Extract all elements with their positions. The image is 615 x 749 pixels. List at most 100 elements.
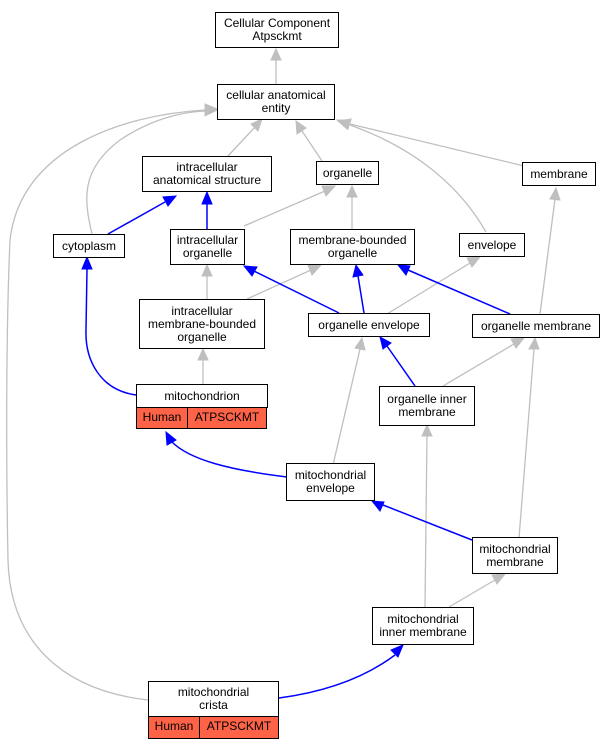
annotation-gene[interactable]: ATPSCKMT — [199, 716, 279, 739]
node-label-line-1: mitochondrial — [479, 541, 551, 556]
node-label-line-1: mitochondrial — [177, 685, 250, 699]
node-label-line-2: organelle — [182, 246, 233, 260]
arrowhead — [510, 337, 526, 349]
edge-oim-to-om — [442, 343, 515, 387]
node-mitochondrial-membrane[interactable]: mitochondrial membrane — [472, 537, 558, 574]
annotation-row-crista: Human ATPSCKMT — [148, 716, 279, 739]
node-label-line-1: cytoplasm — [61, 238, 117, 253]
node-intracellular-membrane-bounded-organelle[interactable]: intracellular membrane-bounded organelle — [139, 299, 265, 349]
node-label-line-2: entity — [261, 101, 291, 115]
node-cellular-anatomical-entity[interactable]: cellular anatomical entity — [217, 84, 335, 120]
node-label-line-1: organelle membrane — [480, 318, 592, 333]
arrowhead — [354, 336, 366, 351]
node-label-line-2: membrane-bounded — [147, 316, 257, 331]
arrowhead — [201, 190, 213, 205]
node-label-line-2: membrane — [398, 405, 456, 419]
arrowhead — [81, 255, 93, 270]
arrowhead — [346, 184, 358, 198]
arrowhead — [335, 119, 352, 130]
node-label-line-1: intracellular — [176, 233, 239, 247]
arrowhead — [491, 573, 507, 585]
arrowhead — [197, 347, 209, 361]
edge-crista-to-mim — [278, 654, 396, 699]
edge-ias-to-cae — [227, 126, 256, 157]
node-label-line-2: anatomical structure — [152, 173, 262, 187]
edge-oe-to-io — [253, 270, 340, 314]
edge-organelle-to-cae — [301, 130, 323, 162]
node-label-line-1: envelope — [467, 237, 517, 252]
edge-membrane-to-cae — [349, 123, 525, 167]
annotation-species[interactable]: Human — [148, 716, 200, 739]
node-mitochondrial-crista[interactable]: mitochondrial crista — [148, 681, 279, 717]
node-label-line-2: envelope — [306, 481, 355, 495]
node-label-line-2: membrane — [486, 554, 544, 569]
arrowhead — [379, 336, 392, 350]
node-organelle-inner-membrane[interactable]: organelle inner membrane — [379, 386, 475, 426]
arrowhead — [396, 264, 411, 276]
edge-mim-to-mmem — [448, 579, 496, 608]
edge-envelope-to-cae — [349, 124, 487, 233]
arrowhead — [204, 103, 219, 116]
edge-cytoplasm-to-cae — [86, 110, 206, 235]
node-label-line-1: membrane-bounded — [298, 233, 407, 247]
arrowhead — [421, 423, 433, 437]
node-intracellular-anatomical-structure[interactable]: intracellular anatomical structure — [142, 156, 272, 192]
node-organelle[interactable]: organelle — [316, 161, 379, 185]
node-cytoplasm[interactable]: cytoplasm — [53, 234, 125, 258]
node-label-line-1: organelle envelope — [318, 317, 420, 332]
arrowhead — [165, 430, 177, 446]
arrowhead — [270, 47, 282, 61]
node-label-line-2: organelle — [327, 246, 378, 260]
edge-io-to-organelle — [243, 190, 326, 227]
node-label-line-1: mitochondrial — [294, 468, 367, 482]
node-mitochondrion[interactable]: mitochondrion — [136, 384, 268, 408]
arrowhead — [352, 263, 364, 278]
node-label-line-2: Atpsckmt — [252, 29, 302, 43]
arrowhead — [549, 186, 561, 201]
node-cellular-component-root[interactable]: Cellular Component Atpsckmt — [215, 12, 339, 48]
node-membrane-bounded-organelle[interactable]: membrane-bounded organelle — [290, 229, 415, 265]
node-mitochondrial-envelope[interactable]: mitochondrial envelope — [286, 463, 375, 501]
node-label-line-1: mitochondrial — [387, 612, 459, 626]
annotation-gene[interactable]: ATPSCKMT — [187, 407, 267, 429]
node-intracellular-organelle[interactable]: intracellular organelle — [170, 229, 245, 265]
node-label-line-1: organelle — [322, 165, 373, 180]
arrowhead — [162, 195, 178, 207]
node-label-line-1: Cellular Component — [223, 16, 331, 30]
edge-oe-to-envelope — [386, 262, 471, 315]
arrowhead — [390, 644, 404, 658]
edge-menv-to-oe — [332, 348, 361, 466]
node-label-line-3: organelle — [177, 329, 227, 344]
node-label-line-1: cellular anatomical — [226, 88, 326, 102]
annotation-species[interactable]: Human — [136, 407, 188, 429]
node-label-line-2: crista — [199, 698, 228, 712]
arrowhead — [295, 119, 307, 135]
annotation-row-mitochondrion: Human ATPSCKMT — [136, 407, 268, 429]
edge-cytoplasm-to-ias — [107, 201, 166, 235]
node-mitochondrial-inner-membrane[interactable]: mitochondrial inner membrane — [372, 607, 474, 645]
node-label-line-1: intracellular — [176, 160, 238, 174]
node-membrane[interactable]: membrane — [522, 162, 596, 186]
edge-mito-to-cytoplasm — [85, 268, 137, 396]
edge-oim-to-oe — [386, 345, 416, 387]
edge-om-to-mbo — [407, 269, 511, 315]
edge-mmem-to-menv — [382, 504, 473, 541]
arrowhead — [528, 336, 540, 350]
arrowhead — [370, 500, 385, 512]
edge-mmem-to-om — [518, 348, 535, 539]
arrowhead — [321, 185, 337, 197]
node-organelle-envelope[interactable]: organelle envelope — [308, 313, 430, 337]
node-organelle-membrane[interactable]: organelle membrane — [472, 314, 600, 338]
arrowhead — [201, 263, 213, 277]
edge-menv-to-mito — [171, 441, 288, 478]
node-envelope[interactable]: envelope — [459, 233, 525, 257]
arrowhead — [307, 264, 323, 276]
arrowhead — [242, 265, 258, 277]
node-label-line-1: mitochondrion — [164, 388, 240, 403]
node-label-line-1: organelle inner — [387, 392, 467, 406]
node-label-line-2: inner membrane — [379, 625, 467, 639]
edge-om-to-membrane — [539, 198, 556, 315]
node-label-line-1: intracellular — [171, 303, 233, 318]
edge-crista-to-cae — [6, 109, 206, 701]
